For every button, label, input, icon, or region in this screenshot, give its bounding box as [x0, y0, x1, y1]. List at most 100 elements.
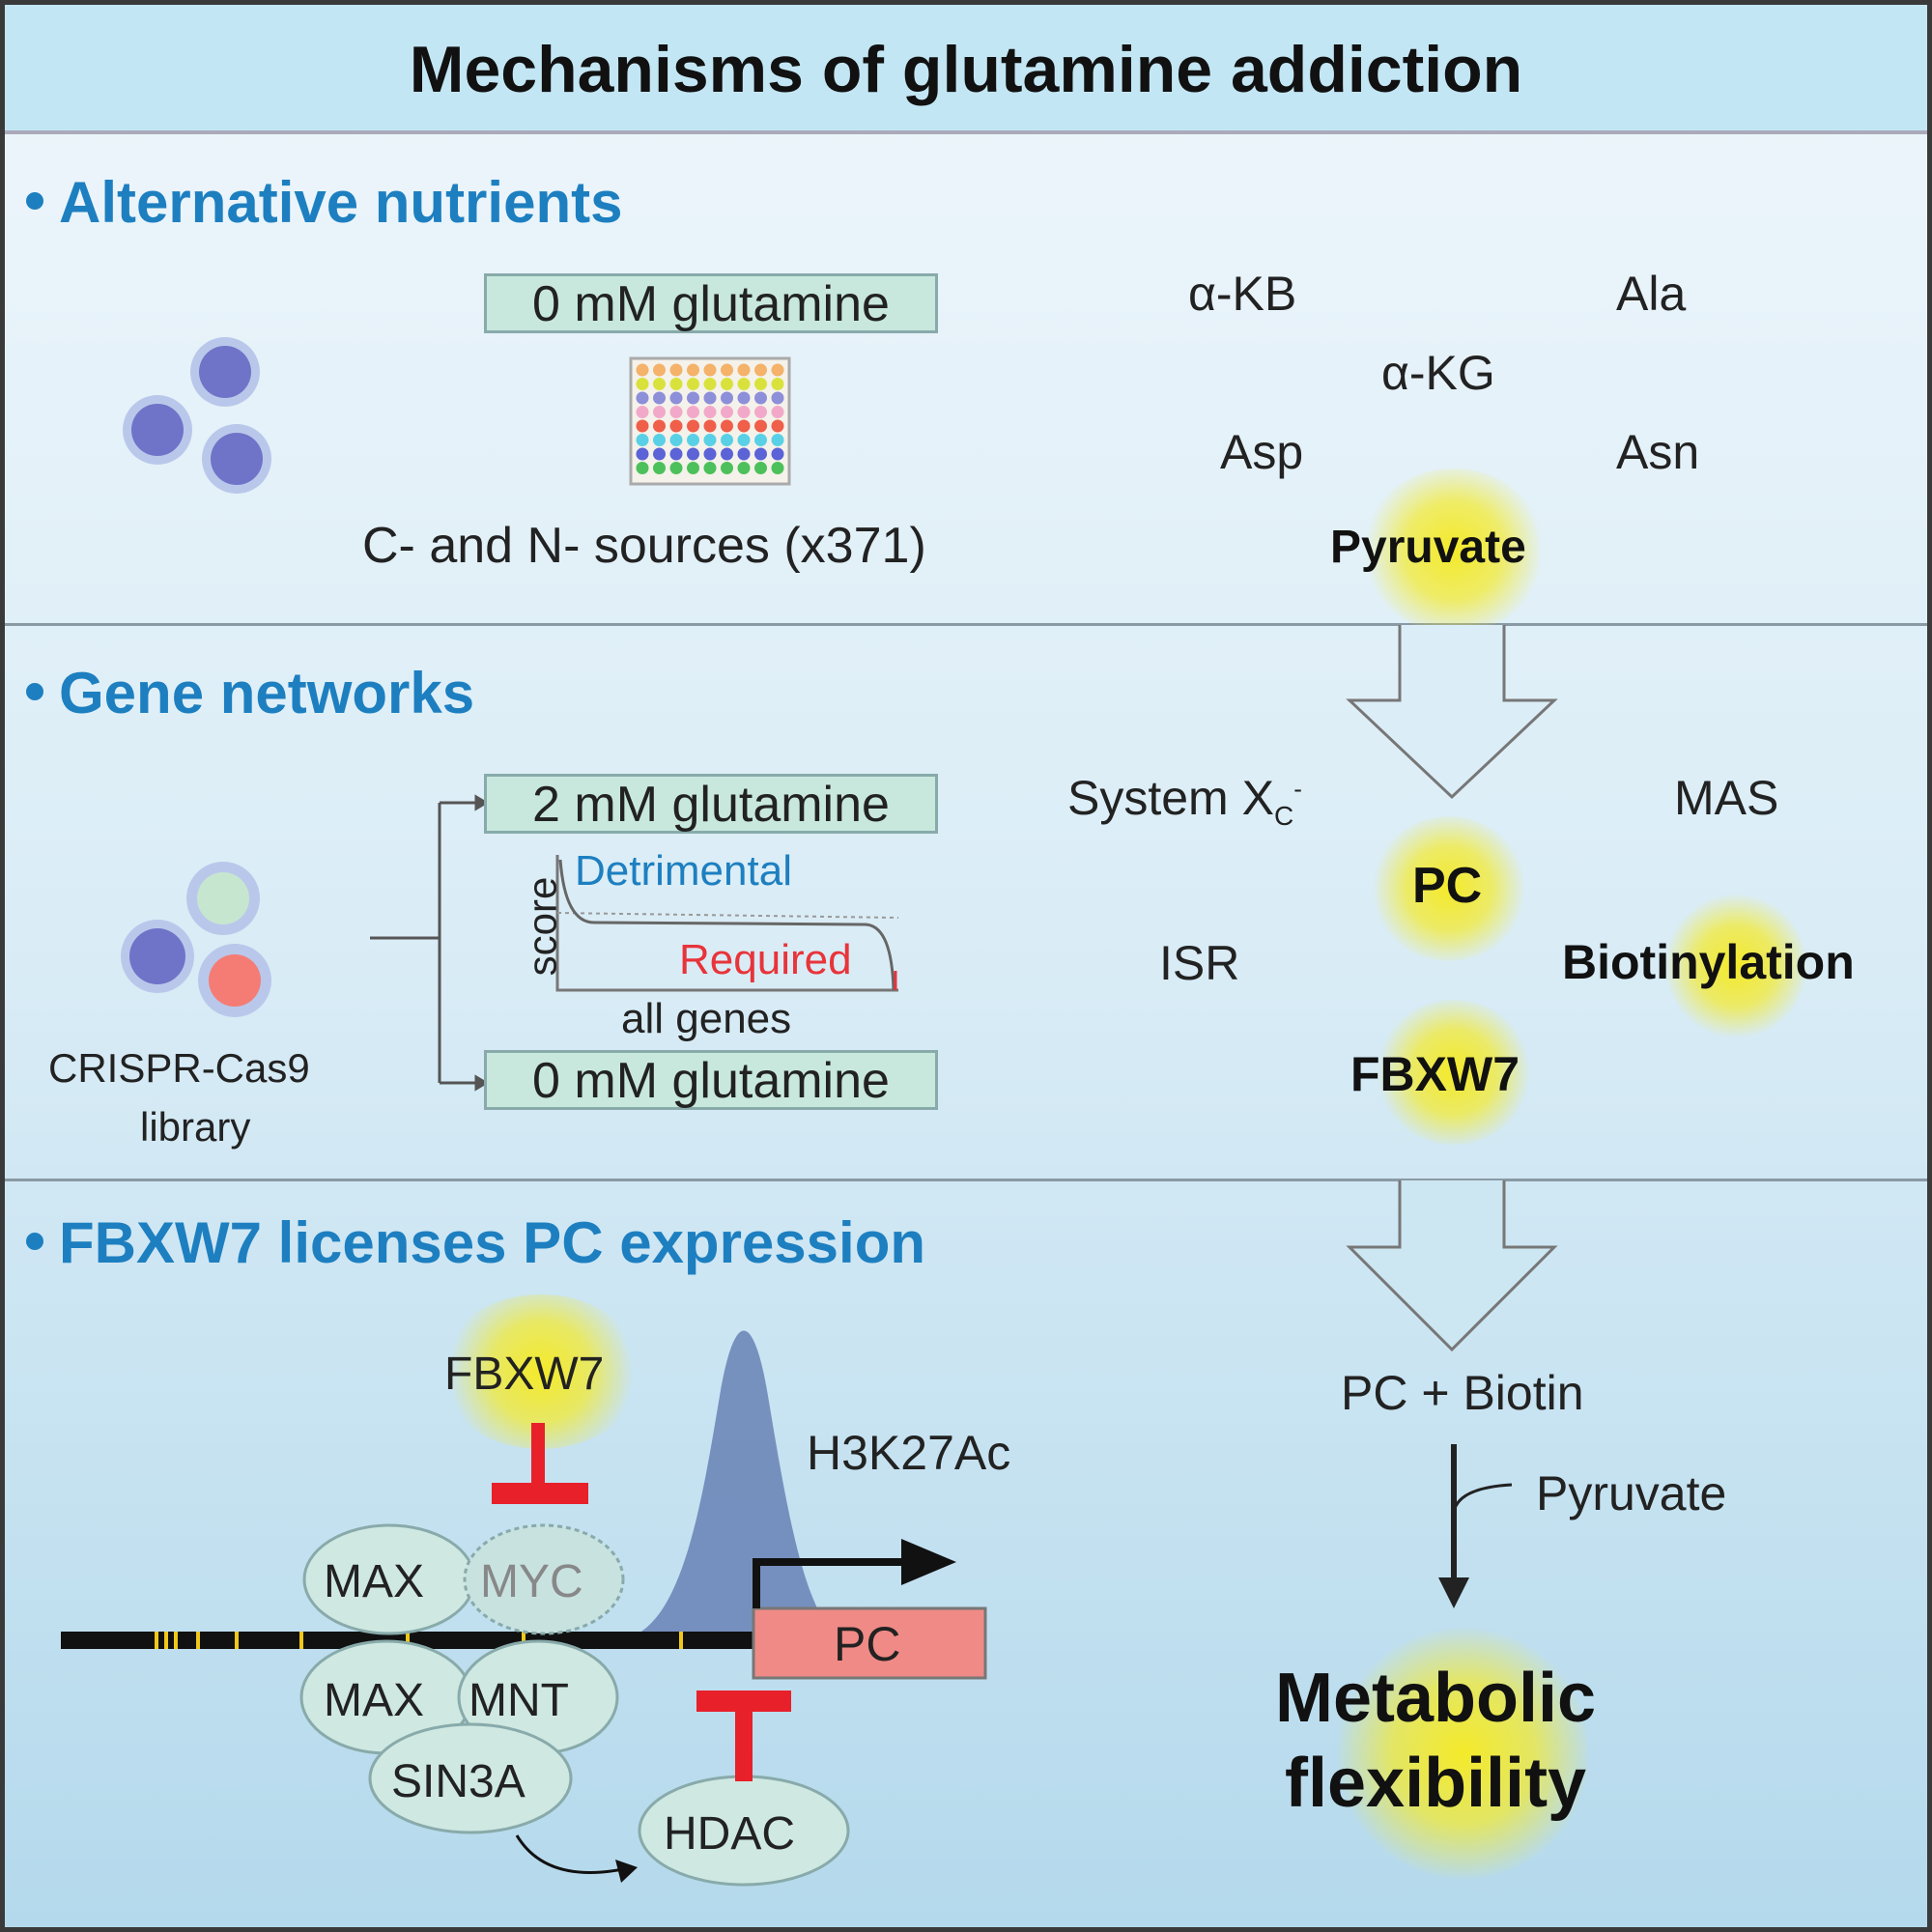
highlight-glow [1666, 894, 1806, 1038]
bullet-icon [26, 1233, 43, 1251]
plate-well [687, 434, 699, 446]
library-label: CRISPR-Cas9 [48, 1045, 310, 1091]
sin3a-label: SIN3A [391, 1756, 526, 1807]
plate-well [771, 378, 784, 390]
diagram-graphics [61, 337, 1558, 1887]
h3k27ac-label: H3K27Ac [807, 1426, 1011, 1480]
plate-well [653, 378, 666, 390]
plot-y-label: score [519, 876, 565, 977]
plate-well [636, 391, 649, 405]
plate-well [669, 434, 683, 446]
bullet-icon [26, 683, 43, 701]
plate-well [721, 378, 733, 390]
plate-well [687, 391, 699, 405]
plate-well [703, 462, 717, 474]
hit-label: System X [1067, 771, 1274, 825]
section-divider [5, 1179, 1927, 1181]
hit-pc: PC [1412, 858, 1483, 914]
metabolite-asn: Asn [1616, 425, 1700, 479]
condition-box-2mm: 2 mM glutamine [484, 774, 938, 834]
plate-well [703, 363, 717, 377]
plate-well [669, 447, 683, 461]
plate-well [737, 406, 751, 418]
plate-well [669, 378, 683, 390]
plate-well [737, 391, 751, 405]
plate-well [703, 406, 717, 418]
plate-well [636, 378, 649, 390]
hit-fbxw7: FBXW7 [1350, 1047, 1520, 1101]
metabolite-akg: α-KG [1381, 346, 1495, 400]
plate-well [754, 391, 767, 405]
crispr-cell-cluster-icon [121, 862, 271, 1017]
hit-system-xc: System XC- [1067, 770, 1302, 832]
figure-title: Mechanisms of glutamine addiction [409, 33, 1523, 106]
plate-well [754, 406, 767, 418]
plate-well [737, 447, 751, 461]
myc-label: MYC [480, 1556, 583, 1607]
screen-score-plot [555, 855, 899, 992]
section-label: FBXW7 licenses PC expression [59, 1210, 926, 1275]
metabolite-ala: Ala [1616, 267, 1687, 321]
max-top-label: MAX [324, 1556, 425, 1607]
plate-well [754, 363, 767, 377]
result-line2: flexibility [1285, 1745, 1587, 1822]
plate-well [653, 391, 666, 405]
pc-gene-box [752, 1606, 987, 1680]
section-title-fbxw7: FBXW7 licenses PC expression [26, 1209, 925, 1276]
plate-well [721, 363, 733, 377]
metabolite-akb: α-KB [1188, 267, 1297, 321]
plate-well [721, 406, 733, 418]
plate-well [721, 391, 733, 405]
metabolite-pyruvate: Pyruvate [1330, 522, 1526, 573]
recruit-arrow [515, 1834, 624, 1874]
plate-well [771, 391, 784, 405]
plate-well [771, 462, 784, 474]
plate-well [653, 419, 666, 433]
section-title-alternative-nutrients: Alternative nutrients [26, 169, 622, 236]
plate-well [721, 462, 733, 474]
plate-well [687, 363, 699, 377]
plate-well [636, 419, 649, 433]
cell-cluster-icon [123, 337, 271, 494]
plate-well [771, 363, 784, 377]
highlight-glow [1338, 1628, 1589, 1879]
library-label-line2: library [140, 1104, 251, 1150]
transcription-start-arrow [753, 1558, 908, 1608]
sources-label: C- and N- sources (x371) [362, 518, 926, 574]
plate-well [636, 447, 649, 461]
plate-well [687, 378, 699, 390]
plate-well [703, 391, 717, 405]
plate-well [754, 419, 767, 433]
plate-well [687, 462, 699, 474]
pyruvate-substrate-label: Pyruvate [1536, 1466, 1727, 1520]
plate-well [653, 406, 666, 418]
hit-mas: MAS [1674, 771, 1779, 825]
result-line1: Metabolic [1275, 1660, 1597, 1737]
bullet-icon [26, 192, 43, 211]
plate-well [687, 419, 699, 433]
plate-well [721, 419, 733, 433]
plate-well [653, 447, 666, 461]
plate-well [754, 462, 767, 474]
protein-sin3a [368, 1722, 573, 1834]
plate-well [636, 363, 649, 377]
plot-x-label: all genes [621, 995, 792, 1042]
plate-well [653, 363, 666, 377]
flow-arrow-icon [1346, 625, 1558, 800]
binding-site-marks [155, 1632, 683, 1649]
section-title-gene-networks: Gene networks [26, 660, 474, 726]
plate-well [721, 434, 733, 446]
protein-myc [463, 1523, 625, 1635]
plate-well [771, 434, 784, 446]
inhibition-symbol [696, 1690, 791, 1781]
plate-well [669, 391, 683, 405]
hit-isr: ISR [1159, 936, 1240, 990]
plate-well [669, 406, 683, 418]
plate-well [703, 434, 717, 446]
plate-well [771, 447, 784, 461]
h3k27ac-peak [623, 1330, 845, 1639]
well-plate-icon [629, 356, 791, 486]
condition-box-0mm: 0 mM glutamine [484, 273, 938, 333]
plate-well [687, 447, 699, 461]
